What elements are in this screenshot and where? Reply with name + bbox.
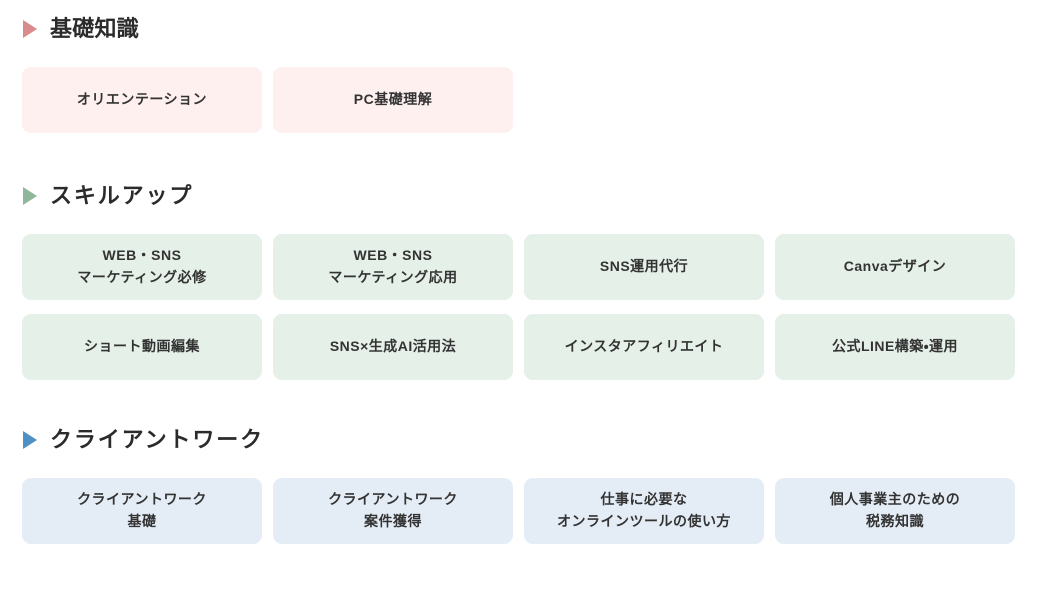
section-title: クライアントワーク [50, 427, 264, 452]
section-skillup: スキルアップ WEB・SNS マーケティング必修 WEB・SNS マーケティング… [22, 133, 1015, 380]
course-card[interactable]: オリエンテーション [22, 67, 262, 133]
section-header-basics: 基礎知識 [22, 14, 1015, 44]
section-client-work: クライアントワーク クライアントワーク 基礎 クライアントワーク 案件獲得 仕事… [22, 380, 1015, 544]
card-grid-client-work: クライアントワーク 基礎 クライアントワーク 案件獲得 仕事に必要な オンライン… [22, 478, 1015, 544]
course-card[interactable]: WEB・SNS マーケティング必修 [22, 234, 262, 300]
section-header-skillup: スキルアップ [22, 181, 1015, 211]
section-title: スキルアップ [50, 183, 194, 208]
course-card[interactable]: クライアントワーク 案件獲得 [273, 478, 513, 544]
section-basics: 基礎知識 オリエンテーション PC基礎理解 [22, 0, 1015, 133]
course-card[interactable]: インスタアフィリエイト [524, 314, 764, 380]
course-card[interactable]: 個人事業主のための 税務知識 [775, 478, 1015, 544]
course-card[interactable]: Canvaデザイン [775, 234, 1015, 300]
course-card[interactable]: WEB・SNS マーケティング応用 [273, 234, 513, 300]
course-card[interactable]: ショート動画編集 [22, 314, 262, 380]
section-header-client-work: クライアントワーク [22, 425, 1015, 455]
course-card[interactable]: 仕事に必要な オンラインツールの使い方 [524, 478, 764, 544]
section-title: 基礎知識 [50, 16, 139, 41]
course-card[interactable]: PC基礎理解 [273, 67, 513, 133]
course-card[interactable]: SNS運用代行 [524, 234, 764, 300]
card-grid-basics: オリエンテーション PC基礎理解 [22, 67, 1015, 133]
course-card[interactable]: SNS×生成AI活用法 [273, 314, 513, 380]
card-grid-skillup: WEB・SNS マーケティング必修 WEB・SNS マーケティング応用 SNS運… [22, 234, 1015, 380]
triangle-marker-icon [23, 431, 37, 449]
triangle-marker-icon [23, 187, 37, 205]
triangle-marker-icon [23, 20, 37, 38]
course-card[interactable]: クライアントワーク 基礎 [22, 478, 262, 544]
course-card[interactable]: 公式LINE構築・運用 [775, 314, 1015, 380]
